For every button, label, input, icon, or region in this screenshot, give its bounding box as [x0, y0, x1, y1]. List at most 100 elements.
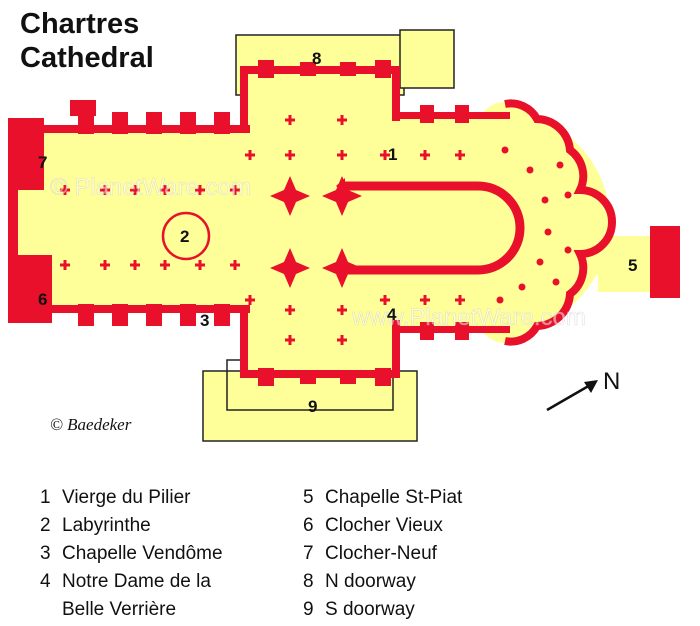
legend-item: 6 Clocher Vieux [303, 512, 462, 540]
legend-text: Clocher Vieux [325, 515, 443, 536]
column [544, 228, 552, 236]
pillar [380, 295, 390, 305]
pillar [285, 150, 295, 160]
column [564, 191, 572, 199]
pillar [455, 295, 465, 305]
column [541, 196, 549, 204]
buttress [300, 62, 316, 76]
column [556, 161, 564, 169]
transept-se-wall [392, 320, 400, 378]
buttress [375, 368, 391, 386]
callout-8: 8 [312, 49, 321, 68]
buttresses [78, 60, 469, 386]
transept-south-wall [240, 370, 400, 378]
nave-south-wall [40, 305, 250, 313]
buttress [375, 60, 391, 78]
north-annex-outline [399, 29, 455, 89]
pier [270, 248, 310, 288]
legend-text: N doorway [325, 571, 416, 592]
pillar [420, 150, 430, 160]
copyright-credit: © Baedeker [50, 415, 132, 434]
column [518, 283, 526, 291]
map-title-line-1: Chartres [20, 8, 140, 40]
st-piat-wall [650, 226, 680, 298]
watermark-2: www.PlanetWare.com [351, 304, 586, 331]
watermark-1: © PlanetWare.com [50, 174, 251, 201]
ambulatory-columns [496, 146, 572, 304]
apse-walls [504, 99, 616, 346]
pillar [285, 305, 295, 315]
legend-number: 1 [40, 487, 51, 508]
buttress [300, 370, 316, 384]
legend-number: 8 [303, 571, 314, 592]
legend-item: 5 Chapelle St-Piat [303, 484, 462, 512]
buttress [146, 112, 162, 134]
choir-enclosure [345, 181, 525, 275]
legend-text: S doorway [325, 599, 415, 620]
legend-item: Belle Verrière [40, 596, 223, 624]
pillar [195, 260, 205, 270]
transept-sw-wall [240, 305, 248, 378]
chapel-floor-2 [548, 190, 612, 254]
callout-9: 9 [308, 397, 317, 416]
column [552, 278, 560, 286]
west-wall [8, 118, 18, 323]
compass-arrow-icon [546, 380, 598, 412]
map-title-line-2: Cathedral [20, 42, 154, 74]
buttress [78, 304, 94, 326]
callout-6: 6 [38, 290, 47, 309]
transept-north-wall [240, 66, 400, 74]
pillar [195, 185, 205, 195]
pillar [130, 260, 140, 270]
legend-number: 3 [40, 543, 51, 564]
buttress [258, 60, 274, 78]
pillar [230, 185, 240, 195]
pillar [100, 260, 110, 270]
legend-text: Labyrinthe [62, 515, 151, 536]
legend-number [40, 596, 62, 624]
buttress [340, 370, 356, 384]
buttress [112, 304, 128, 326]
buttress [214, 112, 230, 134]
buttress [214, 304, 230, 326]
nave-north-wall [40, 125, 250, 133]
pillar [100, 185, 110, 195]
pier [322, 248, 362, 288]
transept-ne-wall [392, 66, 400, 121]
labyrinth-circle [161, 211, 211, 261]
buttress [420, 322, 434, 340]
pillar [337, 115, 347, 125]
buttress [455, 105, 469, 123]
column [564, 246, 572, 254]
buttress [455, 322, 469, 340]
pier [322, 176, 362, 216]
legend-text: Chapelle St-Piat [325, 487, 463, 508]
transept-floor [240, 68, 400, 378]
pillar [160, 260, 170, 270]
legend-number: 6 [303, 515, 314, 536]
pillar [337, 335, 347, 345]
pillar [60, 185, 70, 195]
legend-item: 8 N doorway [303, 568, 462, 596]
pillar [285, 115, 295, 125]
nave-floor [16, 128, 246, 310]
ambulatory-wall [504, 99, 616, 346]
legend-number: 5 [303, 487, 314, 508]
crossing-piers [270, 176, 362, 288]
buttress [420, 105, 434, 123]
buttress [340, 62, 356, 76]
legend-text: Belle Verrière [62, 599, 177, 620]
legend-number: 4 [40, 571, 51, 592]
pillar [230, 260, 240, 270]
pillar [285, 335, 295, 345]
legend-text: Clocher-Neuf [325, 543, 437, 564]
buttress [78, 112, 94, 134]
column [526, 166, 534, 174]
column [496, 296, 504, 304]
